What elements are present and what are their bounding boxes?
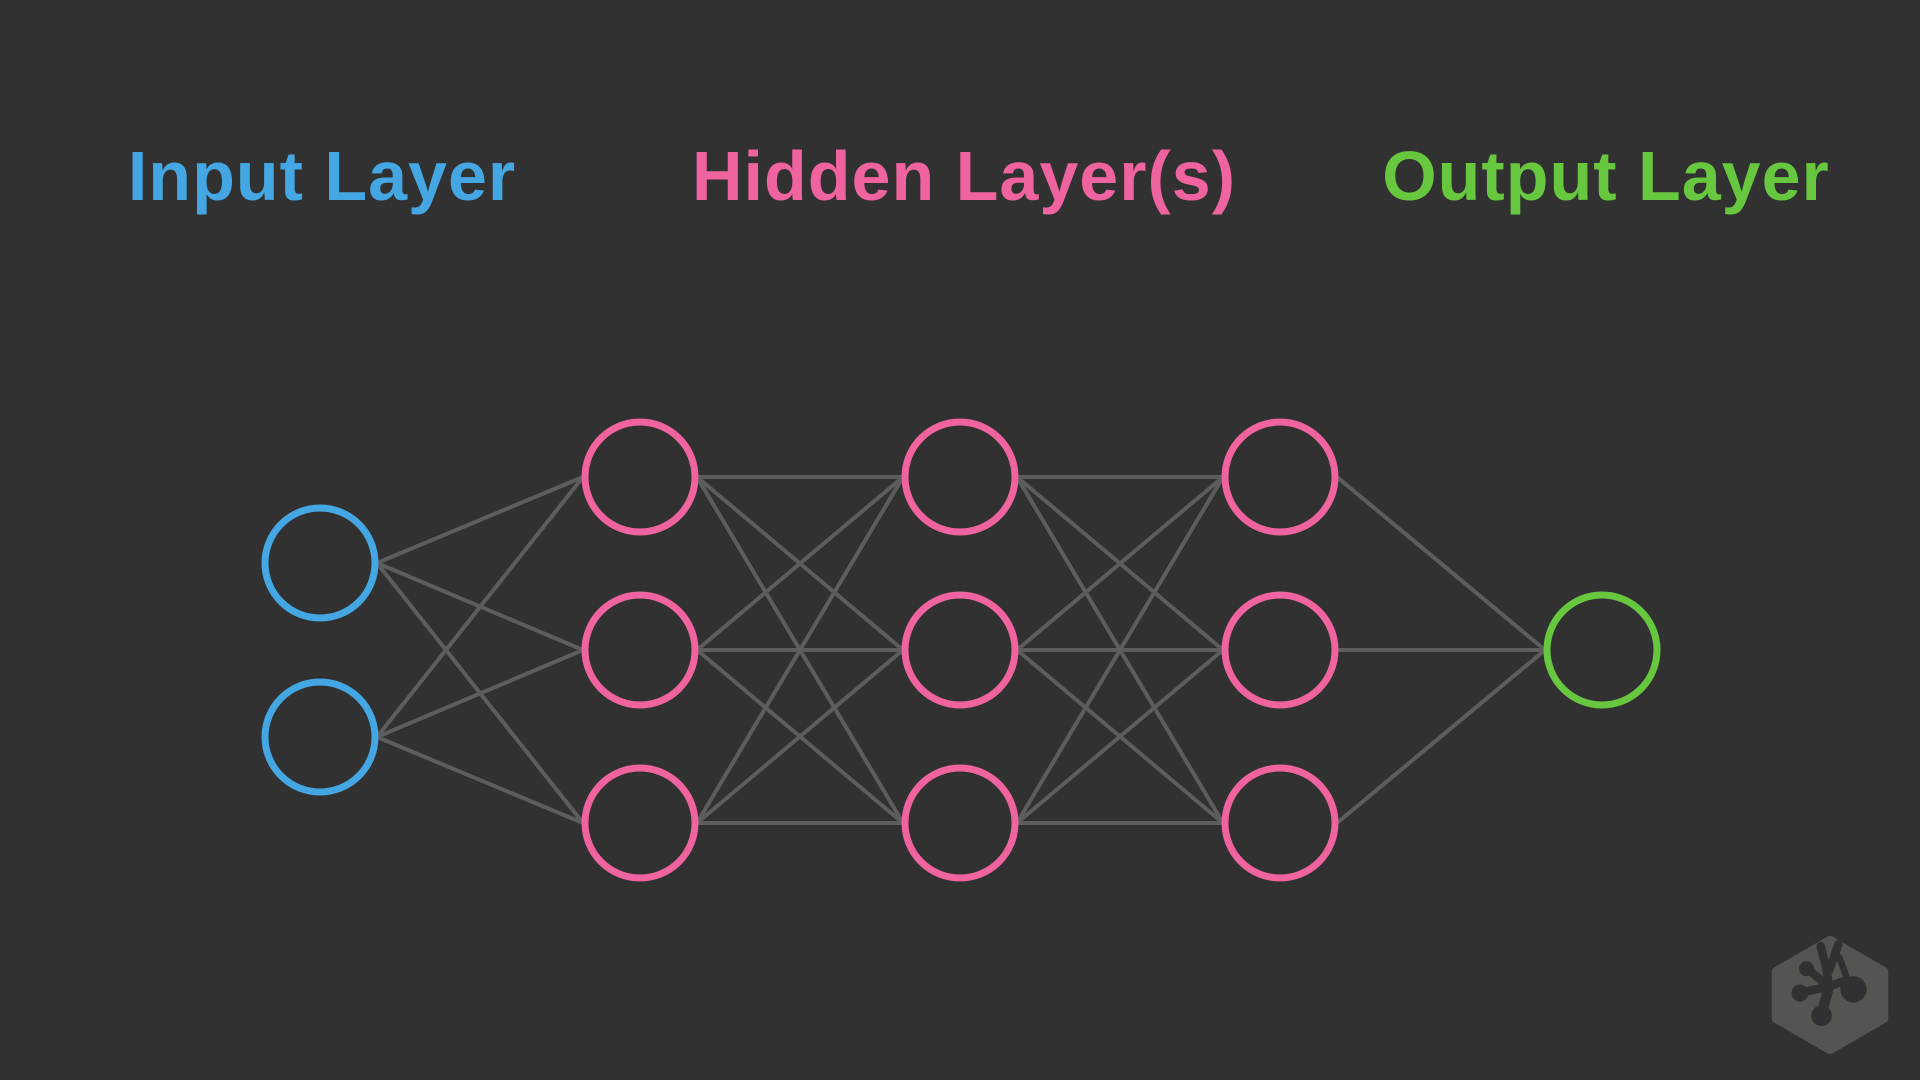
node-input-2 [261,678,379,796]
layer-title-output: Output Layer [1382,137,1830,215]
node-hidden-1-3 [581,764,699,882]
node-hidden-3-3 [1221,764,1339,882]
edge-hidden-2-n3-to-hidden-3-n2 [1015,648,1225,825]
edge-hidden-1-n3-to-hidden-2-n2 [695,648,905,825]
treehouse-logo [1771,935,1889,1055]
edge-hidden-1-n2-to-hidden-2-n1 [695,475,905,652]
node-hidden-2-2 [901,591,1019,709]
node-input-1 [261,504,379,622]
edge-hidden-1-n3-to-hidden-2-n1 [695,475,905,825]
node-hidden-3-1 [1221,418,1339,536]
node-hidden-1-2 [581,591,699,709]
edge-hidden-3-n1-to-output-n1 [1335,475,1547,652]
edge-input-n1-to-hidden-1-n1 [376,475,584,565]
edge-input-n2-to-hidden-1-n1 [375,475,585,739]
edge-hidden-2-n2-to-hidden-3-n1 [1015,475,1225,652]
edge-input-n2-to-hidden-1-n2 [376,648,584,739]
node-output-1 [1543,591,1661,709]
node-hidden-1-1 [581,418,699,536]
edge-input-n2-to-hidden-1-n3 [376,735,584,825]
edge-hidden-2-n3-to-hidden-3-n1 [1015,475,1225,825]
layer-title-input: Input Layer [127,137,517,215]
layer-title-hidden: Hidden Layer(s) [692,137,1236,215]
node-hidden-2-3 [901,764,1019,882]
logo-tree-cutout [1791,940,1867,1026]
edge-hidden-3-n3-to-output-n1 [1335,648,1547,825]
node-hidden-3-2 [1221,591,1339,709]
node-hidden-2-1 [901,418,1019,536]
